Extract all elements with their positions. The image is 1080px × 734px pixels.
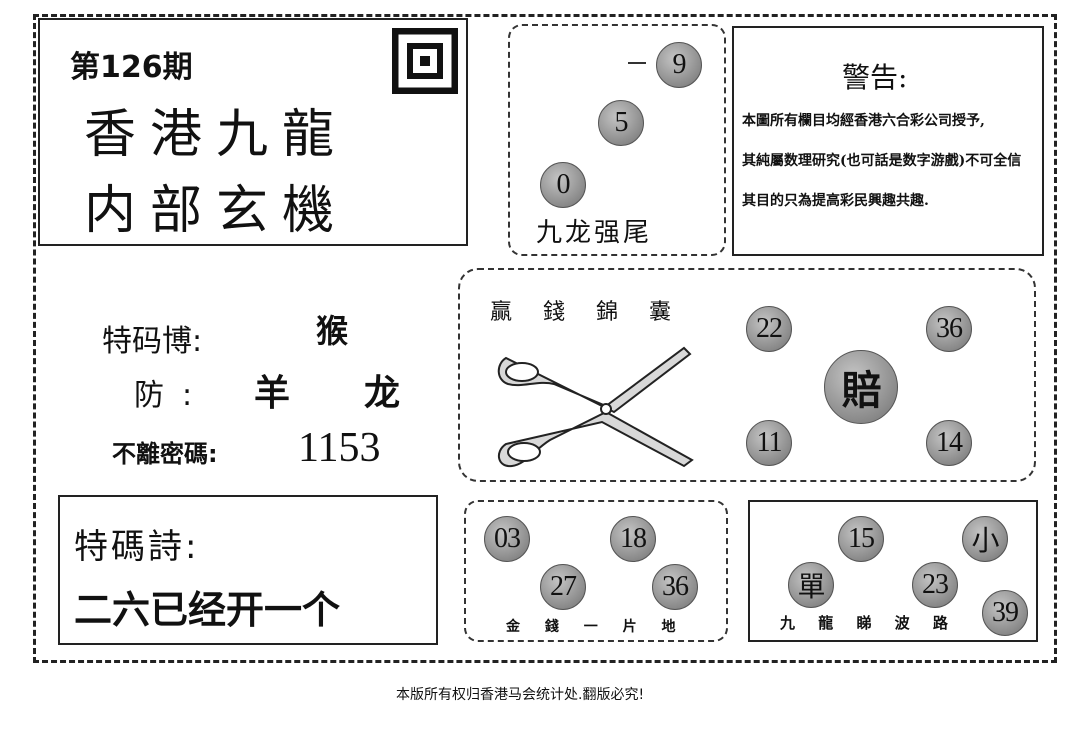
scissors-ball-2: 36: [926, 306, 972, 352]
title-line-1: 香港九龍: [84, 105, 349, 165]
wave-ball-1: 15: [838, 516, 884, 562]
secret-label: 不離密碼:: [112, 440, 218, 468]
tail-ball-1: 9: [656, 42, 702, 88]
scissors-icon: [497, 346, 694, 468]
wave-ball-4: 23: [912, 562, 958, 608]
scissors-box: 贏 錢 錦 囊 22 36 賠 11 14: [458, 268, 1036, 482]
footer-copyright: 本版所有权归香港马会统计处.翻版必究!: [396, 687, 645, 703]
tail-dash-mark: [628, 62, 646, 64]
logo-emblem: [391, 27, 459, 95]
guard-label: 防:: [134, 378, 211, 413]
secret-value: 1153: [298, 425, 381, 471]
wave-caption: 九 龍 睇 波 路: [780, 614, 957, 632]
warning-box: 警告: 本圖所有欄目均經香港六合彩公司授予, 其純屬数理研究(也可話是数字游戲)…: [732, 26, 1044, 256]
scissors-center-ball: 賠: [824, 350, 898, 424]
scissors-ball-4: 14: [926, 420, 972, 466]
title-box: 第126期 香港九龍 内部玄機: [38, 18, 468, 246]
gold-ball-3: 27: [540, 564, 586, 610]
poem-text: 二六已经开一个: [74, 588, 341, 632]
gold-ball-2: 18: [610, 516, 656, 562]
square-emblem-icon: [391, 27, 459, 95]
wave-ball-3: 單: [788, 562, 834, 608]
gold-box: 03 18 27 36 金 錢 一 片 地: [464, 500, 728, 642]
tail-ball-2: 5: [598, 100, 644, 146]
poem-box: 特碼詩: 二六已经开一个: [58, 495, 438, 645]
warning-line-1: 本圖所有欄目均經香港六合彩公司授予,: [742, 113, 985, 129]
issue-number: 第126期: [70, 50, 193, 85]
gold-ball-4: 36: [652, 564, 698, 610]
tail-box: 9 5 0 九龙强尾: [508, 24, 726, 256]
wave-ball-5: 39: [982, 590, 1028, 636]
scissors-caption: 贏 錢 錦 囊: [490, 300, 683, 325]
tail-ball-3: 0: [540, 162, 586, 208]
bet-value: 猴: [316, 312, 349, 350]
scissors-ball-1: 22: [746, 306, 792, 352]
guard-value-2: 龙: [364, 372, 401, 414]
warning-line-2: 其純屬数理研究(也可話是数字游戲)不可全信: [742, 153, 1022, 169]
title-line-2: 内部玄機: [84, 181, 349, 241]
tail-caption: 九龙强尾: [536, 218, 653, 248]
scissors-ball-3: 11: [746, 420, 792, 466]
gold-ball-1: 03: [484, 516, 530, 562]
codes-panel: 特码博: 猴 防: 羊 龙 不離密碼: 1153: [58, 266, 438, 476]
bet-label: 特码博:: [102, 324, 203, 359]
warning-line-3: 其目的只為提高彩民興趣共趣.: [742, 193, 929, 209]
guard-value-1: 羊: [254, 372, 291, 414]
wave-box: 15 小 單 23 39 九 龍 睇 波 路: [748, 500, 1038, 642]
gold-caption: 金 錢 一 片 地: [506, 619, 686, 635]
wave-ball-2: 小: [962, 516, 1008, 562]
page-border: [33, 14, 1057, 663]
warning-title: 警告:: [842, 61, 908, 94]
poem-label: 特碼詩:: [74, 527, 200, 567]
